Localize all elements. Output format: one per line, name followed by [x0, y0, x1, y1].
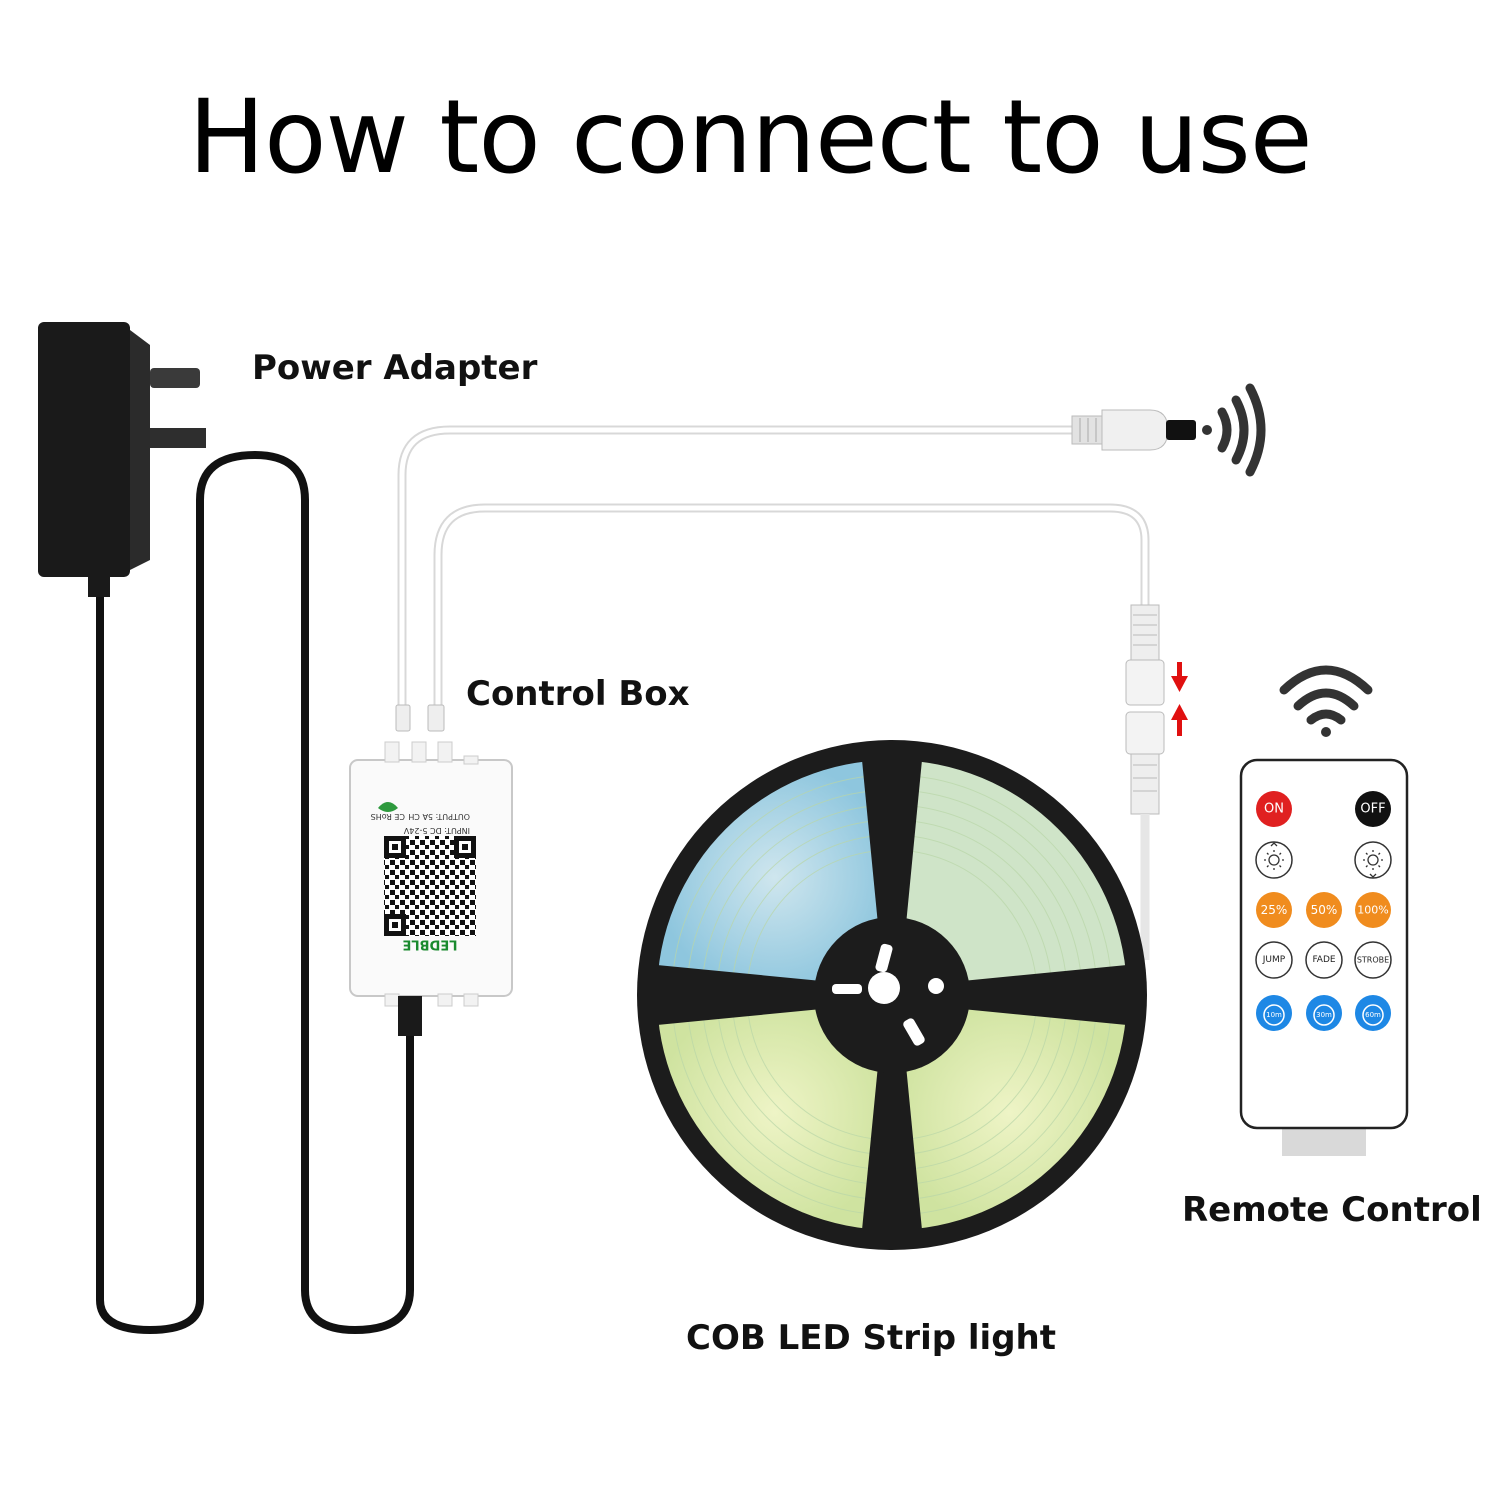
brightness-up-icon — [1363, 850, 1383, 878]
led-strip-reel — [637, 740, 1147, 1250]
strip-light-label: COB LED Strip light — [686, 1318, 1056, 1358]
timer-30m-label: 30m — [1316, 1011, 1332, 1019]
arrow-up-icon — [1171, 704, 1188, 736]
jump-label: JUMP — [1262, 955, 1286, 965]
power-cable — [96, 450, 414, 1335]
timer-icon — [1313, 1004, 1335, 1026]
brightness-50-button[interactable] — [1306, 892, 1342, 928]
ir-receiver — [1071, 409, 1196, 451]
jump-button[interactable] — [1255, 941, 1293, 979]
timer-60m-button[interactable] — [1355, 995, 1391, 1031]
off-button[interactable] — [1355, 791, 1391, 827]
control-box-label: Control Box — [466, 674, 690, 714]
brightness-down-icon — [1264, 842, 1284, 870]
fade-button[interactable] — [1305, 941, 1343, 979]
arrow-down-icon — [1171, 662, 1188, 692]
timer-10m-label: 10m — [1266, 1011, 1282, 1019]
control-box-output-spec: OUTPUT: 5A CH — [408, 812, 470, 821]
power-adapter-label: Power Adapter — [252, 348, 538, 388]
brightness-down-button[interactable] — [1255, 841, 1293, 879]
timer-icon — [1263, 1004, 1285, 1026]
remote-control-label: Remote Control — [1182, 1190, 1482, 1230]
power-adapter — [38, 322, 206, 597]
leaf-icon — [378, 802, 398, 812]
control-box: INPUT: DC 5-24V OUTPUT: 5A CH CE RoHS LE… — [349, 704, 513, 1036]
wifi-icon — [1279, 665, 1373, 737]
fade-label: FADE — [1312, 955, 1335, 965]
brightness-25-label: 25% — [1261, 903, 1288, 917]
strobe-button[interactable] — [1354, 941, 1392, 979]
brightness-50-label: 50% — [1311, 903, 1338, 917]
brightness-100-button[interactable] — [1355, 892, 1391, 928]
timer-10m-button[interactable] — [1256, 995, 1292, 1031]
brightness-100-label: 100% — [1357, 904, 1388, 917]
control-box-marks: CE RoHS — [371, 812, 405, 821]
remote-control: ON OFF 25% 50% 100% JUMP FADE STROBE 10m — [1239, 758, 1409, 1156]
timer-30m-button[interactable] — [1306, 995, 1342, 1031]
control-box-brand: LEDBLE — [402, 937, 457, 952]
off-label: OFF — [1360, 802, 1385, 817]
strobe-label: STROBE — [1357, 956, 1389, 965]
dc-connector — [1125, 604, 1165, 960]
brightness-25-button[interactable] — [1256, 892, 1292, 928]
page-title: How to connect to use — [188, 78, 1312, 197]
timer-60m-label: 60m — [1365, 1011, 1381, 1019]
brightness-up-button[interactable] — [1354, 841, 1392, 879]
on-label: ON — [1264, 802, 1284, 817]
timer-icon — [1362, 1004, 1384, 1026]
control-box-input-spec: INPUT: DC 5-24V — [403, 826, 470, 835]
on-button[interactable] — [1256, 791, 1292, 827]
signal-waves-icon — [1202, 383, 1266, 477]
